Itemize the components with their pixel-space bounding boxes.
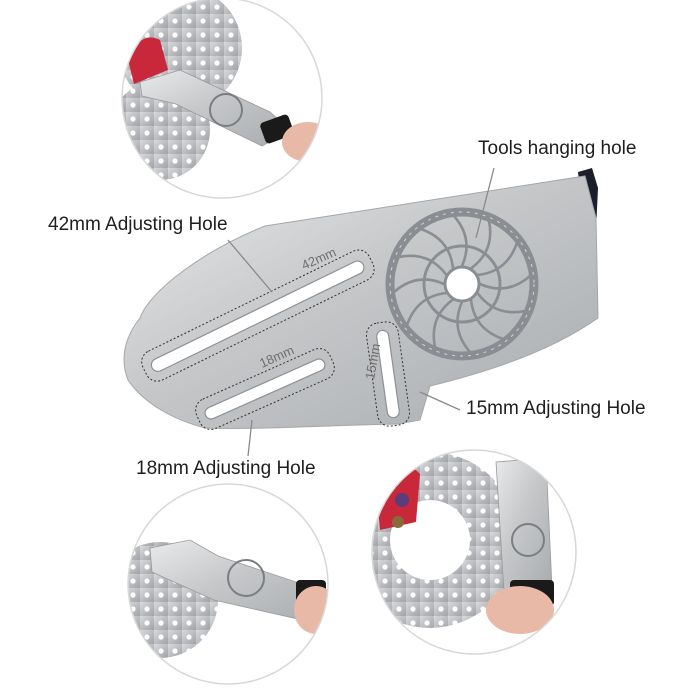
tools-hanging-hole	[443, 265, 481, 303]
callout-15mm-hole: 15mm Adjusting Hole	[466, 398, 646, 419]
slot-15mm-outline	[365, 321, 411, 427]
caliper-icon	[128, 37, 168, 84]
detail-photo-top	[121, 0, 323, 199]
engraved-15mm: 15mm	[362, 342, 383, 380]
slot-15mm	[376, 329, 400, 419]
callout-tools-hanging-hole: Tools hanging hole	[478, 138, 637, 159]
detail-photo-bottom-right	[371, 449, 577, 655]
callout-18mm-hole: 18mm Adjusting Hole	[136, 458, 316, 479]
disc-rotor-etching	[385, 207, 539, 361]
detail-photo-bottom-left	[127, 483, 329, 685]
slot-42mm	[150, 260, 365, 372]
hand-icon	[486, 586, 554, 634]
slot-42mm-outline	[141, 249, 375, 382]
callout-42mm-hole: 42mm Adjusting Hole	[48, 214, 228, 235]
slot-18mm	[204, 358, 326, 420]
hand-icon	[282, 122, 322, 162]
slot-18mm-outline	[195, 348, 335, 430]
hand-icon	[294, 586, 328, 634]
tool-blade	[123, 175, 599, 429]
spreader-tool: 42mm 18mm 15mm	[123, 168, 599, 430]
leader-lines	[227, 167, 495, 457]
